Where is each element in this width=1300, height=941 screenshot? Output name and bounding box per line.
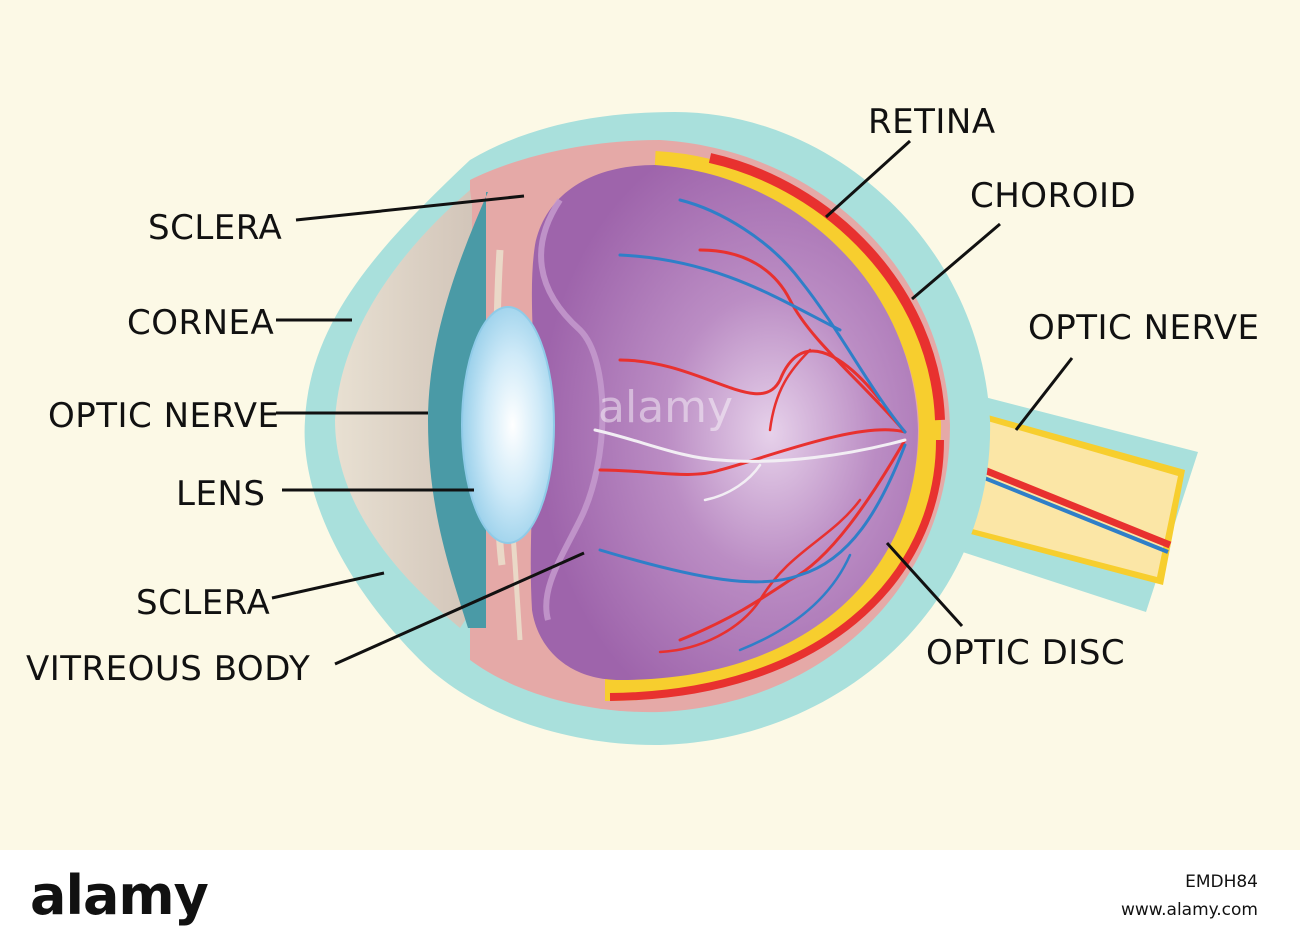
label-lens: LENS: [176, 474, 265, 514]
retinal-vessels: [593, 198, 907, 654]
label-retina: RETINA: [868, 102, 996, 142]
iris: [428, 192, 488, 628]
leader-lines: [271, 139, 1074, 666]
alamy-logo[interactable]: alamy: [30, 864, 209, 927]
image-id-text: EMDH84: [1185, 872, 1258, 892]
retina-red-band: [708, 153, 945, 421]
label-optic-disc: OPTIC DISC: [926, 633, 1125, 673]
label-choroid: CHOROID: [970, 176, 1136, 216]
stock-footer-bar: alamy EMDH84 www.alamy.com: [0, 850, 1300, 941]
label-optic-nerve-left: OPTIC NERVE: [48, 396, 280, 436]
lens-shape: [461, 306, 555, 544]
label-sclera-top: SCLERA: [148, 208, 282, 248]
retina-layer: [604, 151, 942, 701]
site-url-text[interactable]: www.alamy.com: [1120, 900, 1258, 920]
label-vitreous-body: VITREOUS BODY: [26, 649, 310, 689]
label-sclera-bottom: SCLERA: [136, 583, 270, 623]
watermark-text: alamy: [598, 382, 733, 433]
vitreous-body-shape: [530, 165, 918, 680]
label-cornea: CORNEA: [127, 303, 274, 343]
label-optic-nerve-right: OPTIC NERVE: [1028, 308, 1260, 348]
eye-anatomy-illustration: alamy SCLERA CORNEA OPTIC NERVE LENS SCL…: [26, 102, 1260, 746]
